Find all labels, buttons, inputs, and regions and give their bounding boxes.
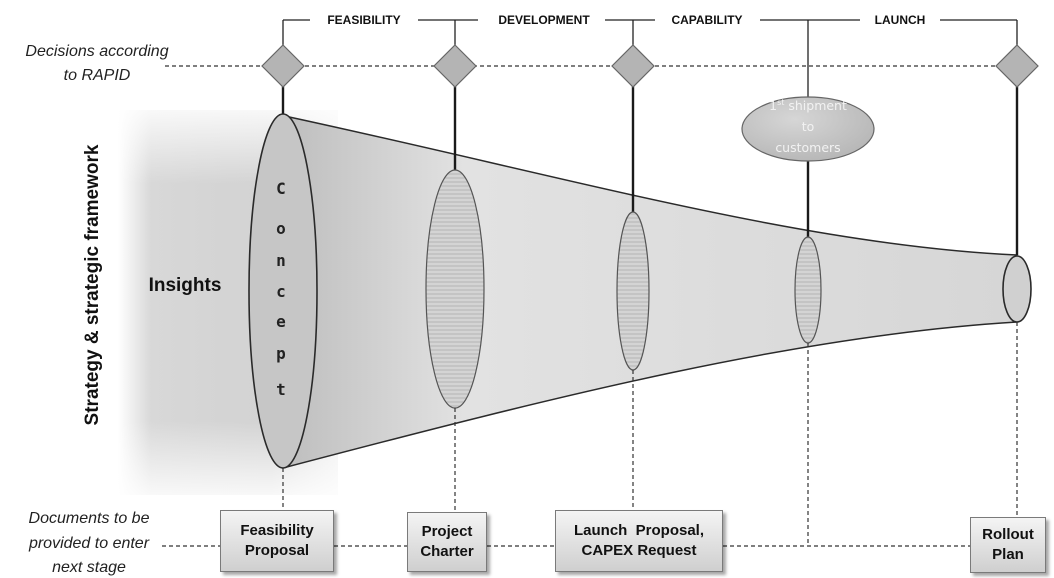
capability-ellipse <box>616 211 650 371</box>
decision-diamonds <box>261 44 1039 88</box>
document-dashed-lines <box>162 322 1018 547</box>
shipment-num: 1 <box>769 98 777 113</box>
concept-letter-c: C <box>276 179 286 198</box>
diamond-gate-3 <box>611 44 655 88</box>
insights-label: Insights <box>149 275 222 296</box>
shipment-line1: 1st shipment <box>769 98 847 113</box>
concept-letter-t: t <box>276 380 286 399</box>
diamond-gate-1 <box>261 44 305 88</box>
doc-launch-proposal: Launch Proposal, CAPEX Request <box>555 510 723 572</box>
doc-launch-line1: Launch Proposal, <box>573 522 705 539</box>
shipment-oval <box>741 96 875 162</box>
concept-letter-n: n <box>276 251 286 270</box>
rollout-ellipse <box>1002 255 1032 323</box>
shipment-line3: customers <box>775 140 840 155</box>
concept-letters: C o n c e p t <box>276 179 286 399</box>
stage-label-capability: CAPABILITY <box>671 13 742 27</box>
documents-label-line1: Documents to be <box>29 510 150 527</box>
diamond-gate-2 <box>433 44 477 88</box>
doc-rollout-line1: Rollout <box>982 526 1034 543</box>
concept-letter-p: p <box>276 344 286 363</box>
shipment-line2: to <box>802 119 815 134</box>
doc-charter-line1: Project <box>421 523 473 540</box>
stage-label-development: DEVELOPMENT <box>498 13 590 27</box>
stage-label-launch: LAUNCH <box>875 13 926 27</box>
decisions-label-line2: to RAPID <box>64 67 131 84</box>
doc-feasibility-line2: Proposal <box>244 542 310 559</box>
documents-label-line2: provided to enter <box>28 535 150 552</box>
concept-letter-c2: c <box>276 282 286 301</box>
doc-rollout-line2: Plan <box>992 546 1024 563</box>
concept-letter-e: e <box>276 312 286 331</box>
diamond-gate-5 <box>995 44 1039 88</box>
concept-letter-o: o <box>276 219 286 238</box>
shipment-word: shipment <box>784 98 847 113</box>
launch-ellipse <box>794 236 822 344</box>
gate-lines <box>281 86 1019 255</box>
development-ellipse <box>425 169 485 409</box>
shipment-sup: st <box>777 98 784 107</box>
stage-label-feasibility: FEASIBILITY <box>327 13 400 27</box>
doc-charter-line2: Charter <box>420 543 474 560</box>
stage-bracket <box>282 19 1018 98</box>
documents-label-line3: next stage <box>52 559 126 576</box>
decisions-label-line1: Decisions according <box>25 43 168 60</box>
strategy-vertical-title: Strategy & strategic framework <box>82 144 103 425</box>
doc-launch-line2: CAPEX Request <box>581 542 697 559</box>
doc-feasibility-line1: Feasibility <box>240 522 314 539</box>
